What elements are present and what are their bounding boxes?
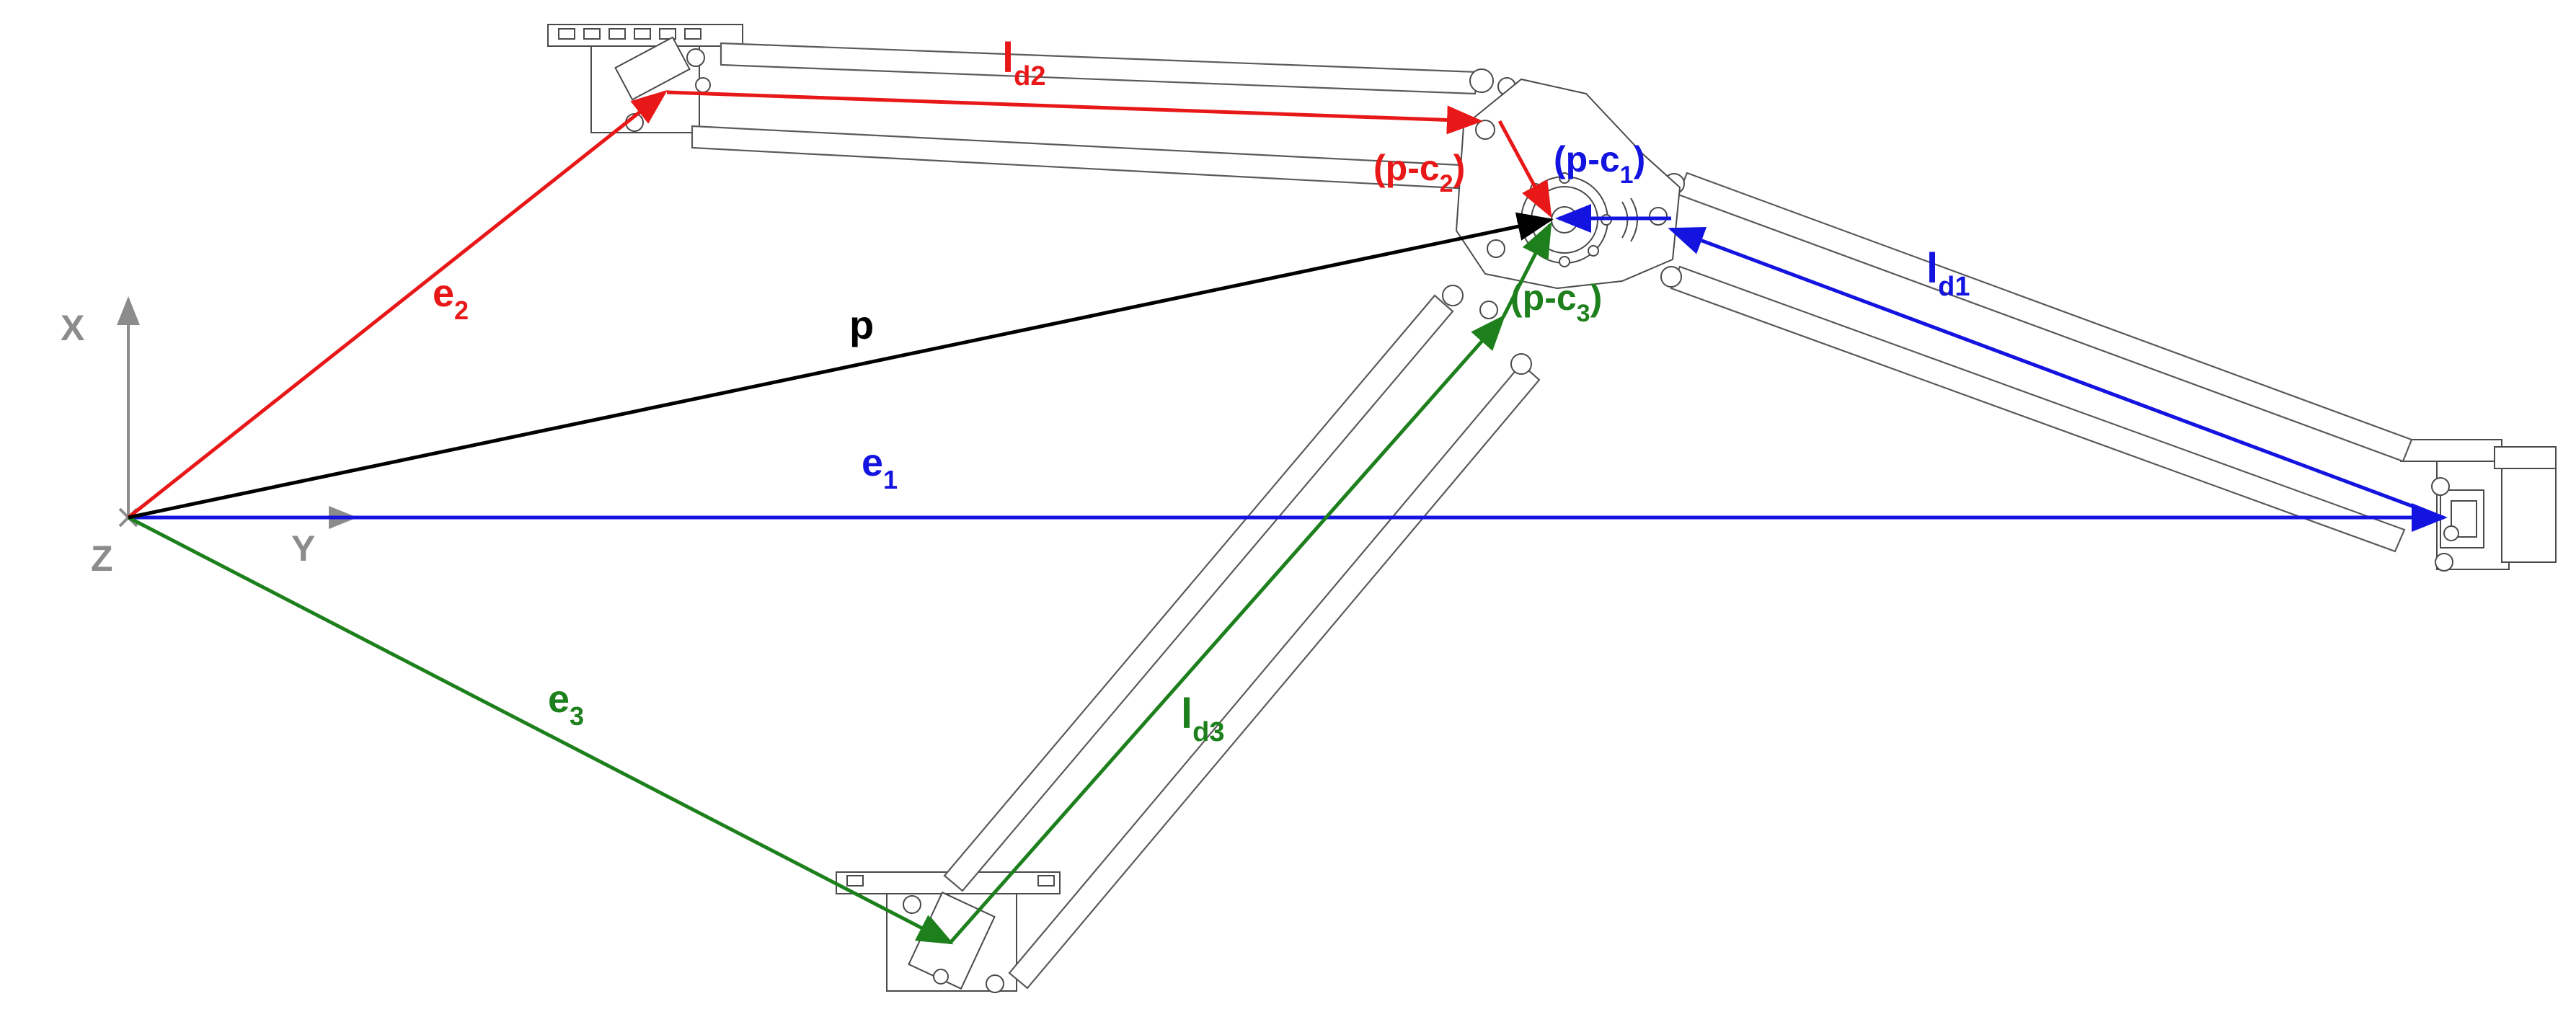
z-axis-label: Z xyxy=(91,538,113,579)
vector-ld3-tail xyxy=(929,917,952,944)
moving-platform xyxy=(1455,78,1681,290)
vector-pc3 xyxy=(1501,221,1552,319)
vector-ld3 xyxy=(949,314,1506,944)
label-ld2: ld2 xyxy=(1002,35,1045,92)
base-1 xyxy=(2400,439,2557,572)
mechanism xyxy=(547,24,2557,993)
label-ld3: ld3 xyxy=(1181,690,1224,747)
labels: e1 e2 e3 p ld2 ld1 ld3 (p-c2) (p-c1) (p-… xyxy=(433,35,1970,747)
label-e1: e1 xyxy=(862,441,898,494)
label-pc3: (p-c3) xyxy=(1510,277,1602,327)
label-pc2: (p-c2) xyxy=(1373,148,1465,197)
label-p: p xyxy=(849,302,874,347)
rods-leg-1 xyxy=(1656,172,2413,553)
label-ld1: ld1 xyxy=(1926,245,1970,302)
base-2 xyxy=(547,24,743,133)
reference-frame: X Y Z xyxy=(61,296,358,579)
y-axis-label: Y xyxy=(291,528,315,569)
vector-e2 xyxy=(127,89,668,519)
vector-e3 xyxy=(127,515,954,945)
label-e2: e2 xyxy=(433,272,469,325)
vectors xyxy=(127,89,2448,945)
vector-p xyxy=(128,212,1554,520)
vector-pc2 xyxy=(1497,120,1552,218)
label-pc1: (p-c1) xyxy=(1554,139,1645,189)
vector-ld1 xyxy=(1668,227,2443,520)
x-axis-label: X xyxy=(61,308,84,348)
vector-ld2 xyxy=(666,90,1483,135)
label-e3: e3 xyxy=(548,677,584,731)
rods-leg-3 xyxy=(943,285,1541,990)
